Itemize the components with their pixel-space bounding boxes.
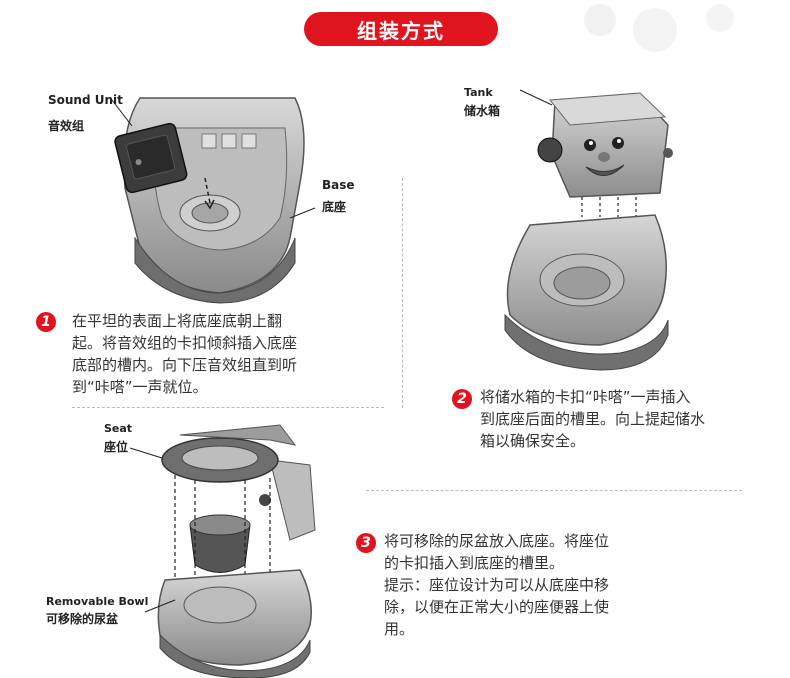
page-title: 组装方式 <box>304 12 498 46</box>
base-upside-down-illustration <box>111 97 316 304</box>
seat-label-cn: 座位 <box>104 440 129 454</box>
bowl-label-en: Removable Bowl <box>46 595 149 608</box>
step-3-instructions: 将可移除的尿盆放入底座。将座位 的卡扣插入到底座的槽里。 提示：座位设计为可以从… <box>384 530 684 640</box>
bowl-label-cn: 可移除的尿盆 <box>46 612 119 626</box>
divider-step1 <box>72 407 384 408</box>
base-label-en: Base <box>322 178 355 192</box>
step-1-number-badge: 1 <box>36 312 56 332</box>
step-3-number-badge: 3 <box>356 533 376 553</box>
divider-vertical <box>402 178 403 408</box>
step-2-line-3: 箱以确保安全。 <box>480 432 586 450</box>
tank-label-en: Tank <box>464 86 493 99</box>
step-3-line-4: 除，以便在正常大小的座便器上使 <box>384 598 610 616</box>
step-3-line-2: 的卡扣插入到底座的槽里。 <box>384 554 565 572</box>
tank-label-cn: 储水箱 <box>464 104 501 118</box>
sound-unit-label-cn: 音效组 <box>48 119 85 133</box>
step-2-line-2: 到底座后面的槽里。向上提起储水 <box>480 410 706 428</box>
step-1-line-2: 起。将音效组的卡扣倾斜插入底座 <box>72 334 298 352</box>
step-3-line-1: 将可移除的尿盆放入底座。将座位 <box>384 532 610 550</box>
sound-unit-label-en: Sound Unit <box>48 93 123 107</box>
divider-step2 <box>366 490 742 491</box>
step-3-line-5: 用。 <box>384 620 415 638</box>
step-2-number-badge: 2 <box>452 389 472 409</box>
step-1-line-3: 底部的槽内。向下压音效组直到听 <box>72 356 298 374</box>
step-1-line-4: 到“咔嗒”一声就位。 <box>72 378 208 396</box>
tank-attach-illustration <box>504 89 673 371</box>
step-2-instructions: 将储水箱的卡扣“咔嗒”一声插入 到底座后面的槽里。向上提起储水 箱以确保安全。 <box>480 386 770 452</box>
seat-bowl-assembly-illustration <box>129 424 316 678</box>
seat-label-en: Seat <box>104 422 133 435</box>
base-label-cn: 底座 <box>322 200 347 214</box>
step-3-line-3: 提示：座位设计为可以从底座中移 <box>384 576 610 594</box>
watermark-decoration <box>584 4 734 52</box>
step-1-line-1: 在平坦的表面上将底座底朝上翻 <box>72 312 283 330</box>
step-2-line-1: 将储水箱的卡扣“咔嗒”一声插入 <box>480 388 691 406</box>
step-1-instructions: 在平坦的表面上将底座底朝上翻 起。将音效组的卡扣倾斜插入底座 底部的槽内。向下压… <box>72 310 372 398</box>
